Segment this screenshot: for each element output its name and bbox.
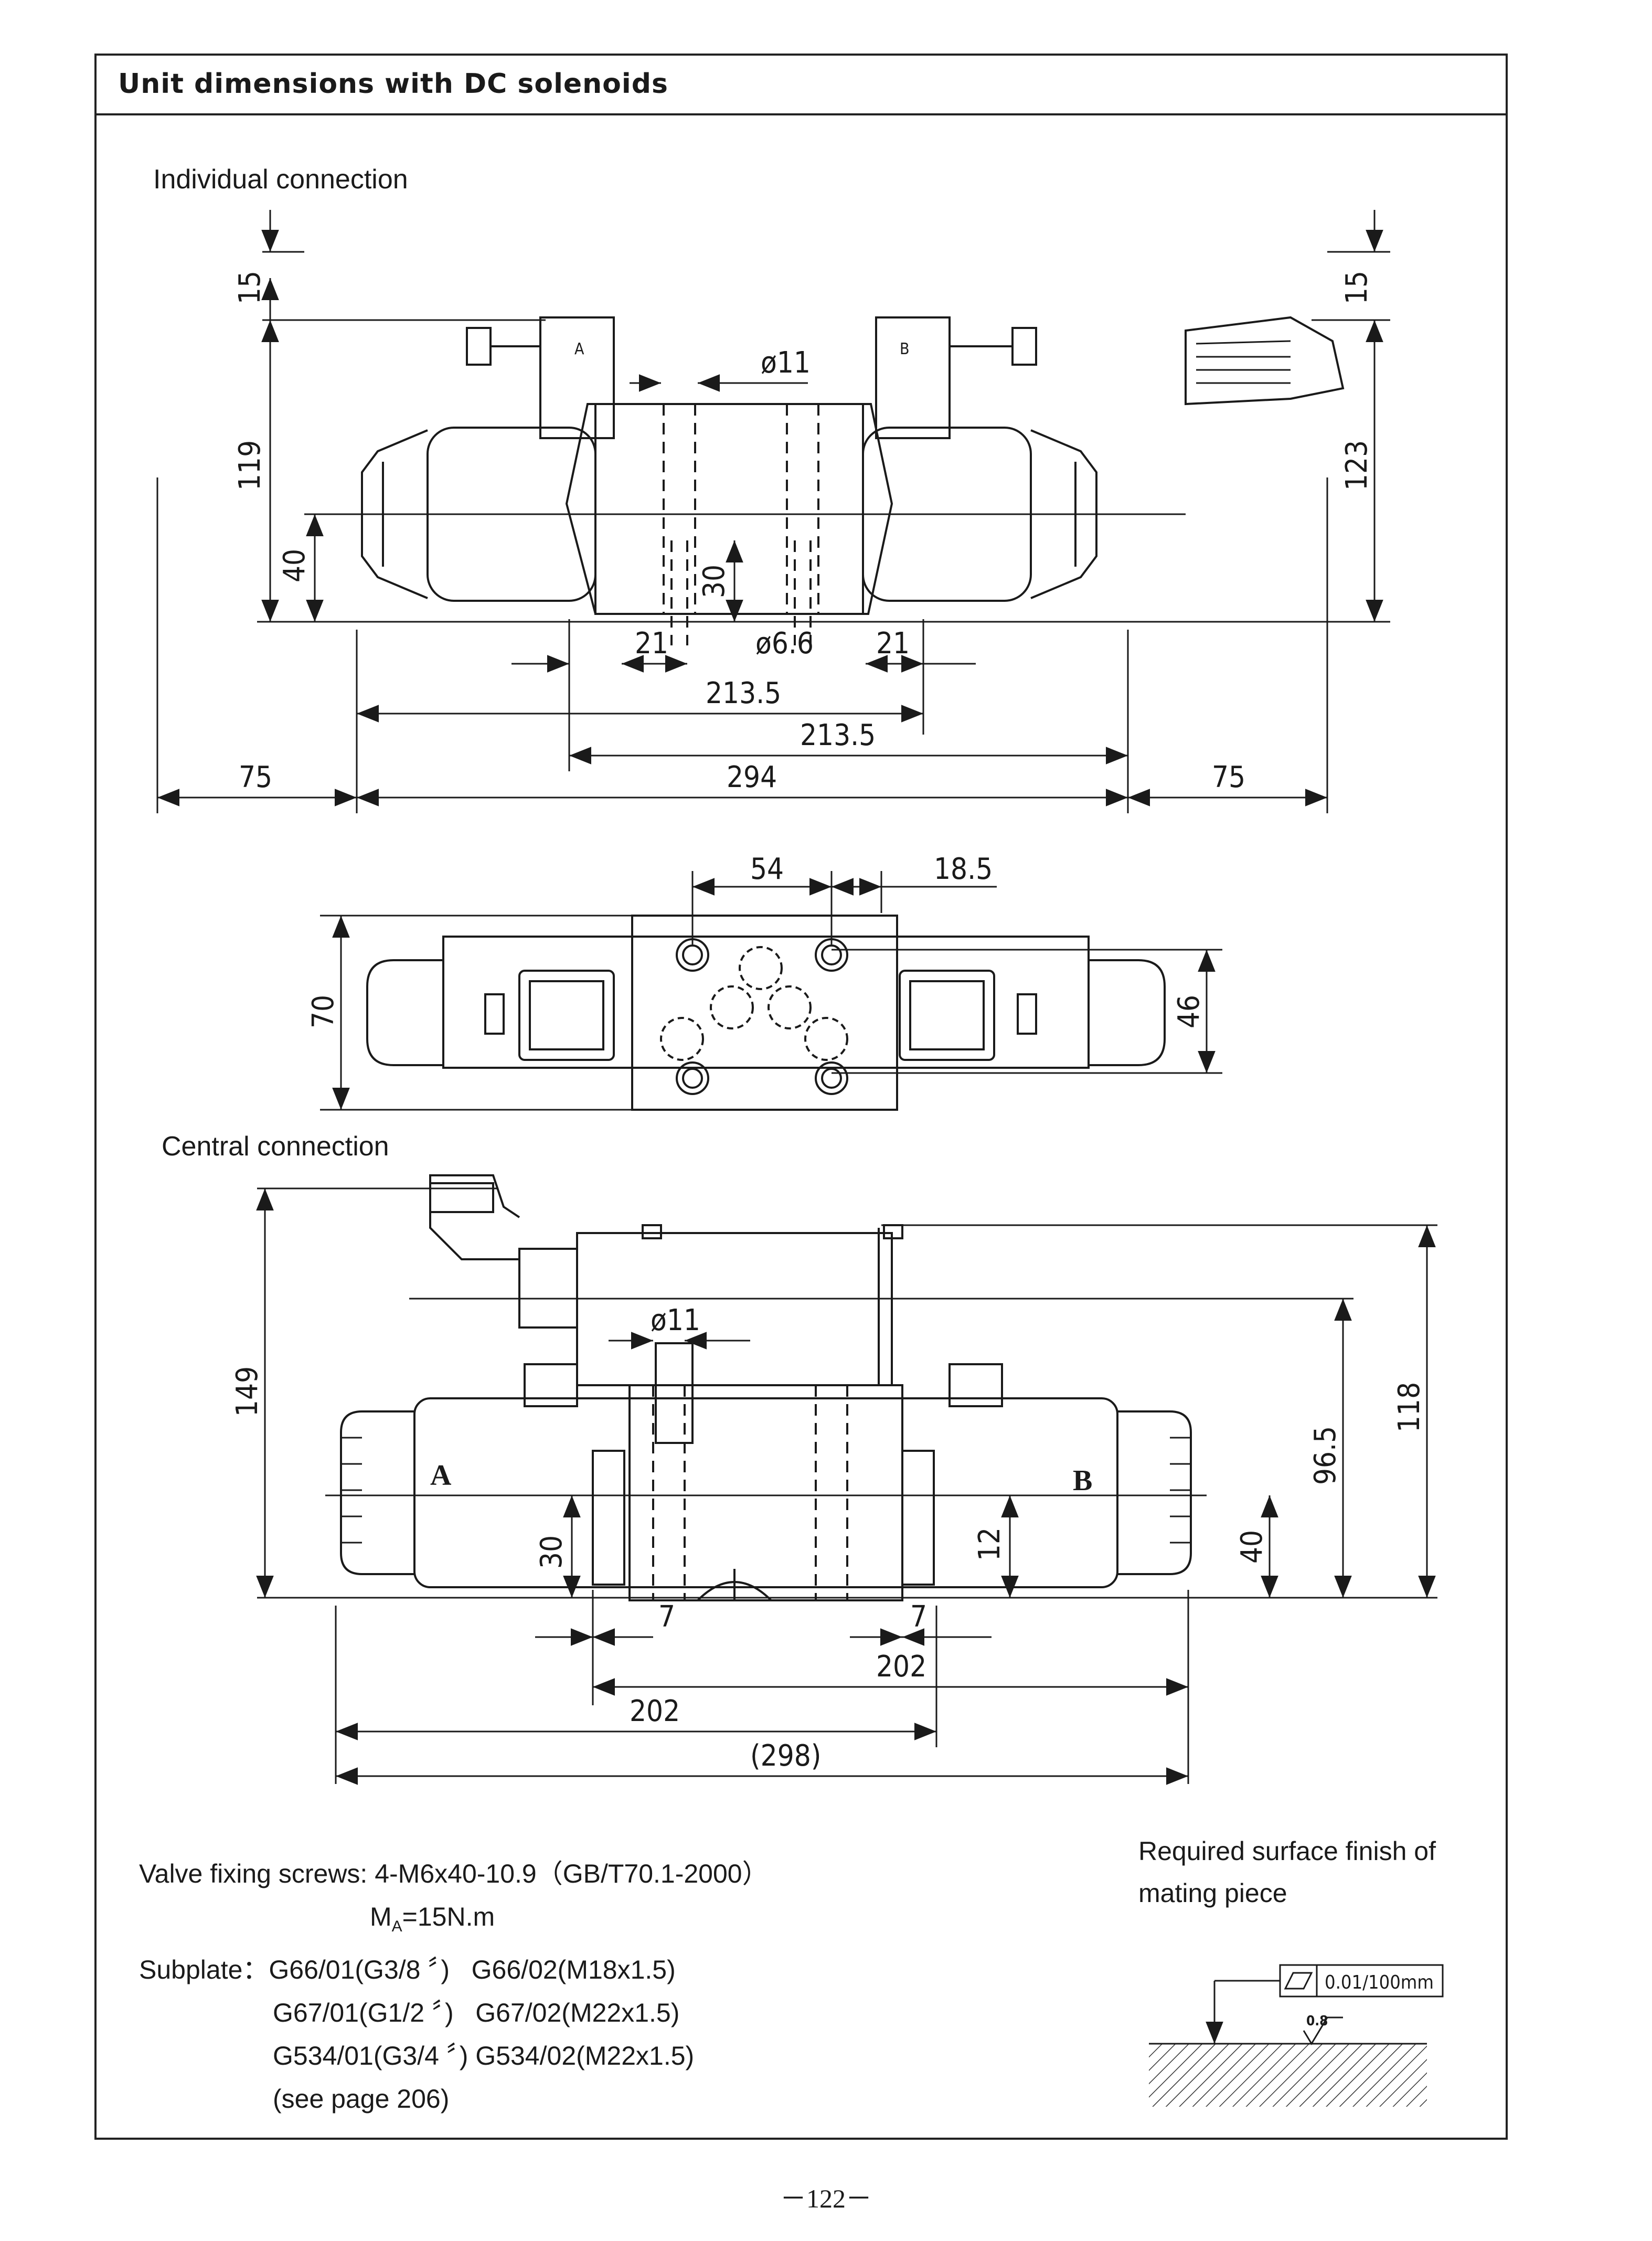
subplate-2: G67/01(G1/2 〞) G67/02(M22x1.5)	[273, 1998, 680, 2027]
dim-15-left: 15	[233, 271, 267, 304]
subplate-1: G66/01(G3/8 〞) G66/02(M18x1.5)	[269, 1955, 676, 1984]
section-label-individual: Individual connection	[153, 164, 408, 195]
page-frame	[94, 54, 1508, 2140]
central-dimension-lines	[256, 1188, 1436, 1785]
top-left-nut	[366, 959, 443, 1066]
finish-line-2: mating piece	[1138, 1878, 1287, 1908]
dim-149: 149	[230, 1366, 264, 1417]
page-title: Unit dimensions with DC solenoids	[118, 68, 668, 100]
dim-75-left: 75	[239, 760, 272, 794]
individual-dimension-texts: 15 119 40 30 15 123 ø11 21 ø6.6 21 213.5…	[233, 271, 1374, 794]
dim-213-5-b: 213.5	[800, 718, 876, 752]
central-body	[413, 1397, 1118, 1588]
dim-12: 12	[973, 1527, 1007, 1561]
cable-gland	[518, 1248, 577, 1329]
individual-side-view	[156, 251, 1390, 813]
coil-label-b: B	[900, 340, 910, 358]
screws-note: Valve fixing screws: 4-M6x40-10.9（GB/T70…	[139, 1859, 769, 1888]
junction-box	[576, 1232, 893, 1386]
dim-123: 123	[1340, 440, 1374, 491]
top-view-dimension-texts: 54 18.5 70 46	[306, 852, 1206, 1028]
dim-202-top: 202	[876, 1650, 926, 1684]
surface-finish-note: Required surface finish of mating piece	[1138, 1830, 1436, 1914]
coil-label-a: A	[574, 340, 584, 358]
label-a: A	[430, 1459, 452, 1492]
torque-post: =15N.m	[402, 1902, 495, 1931]
section-label-central: Central connection	[162, 1131, 389, 1162]
dim-central-30: 30	[535, 1535, 569, 1569]
roughness-value: 0.8	[1306, 2013, 1328, 2029]
dim-54: 54	[750, 852, 784, 886]
dim-30: 30	[697, 565, 731, 598]
dim-dia-11: ø11	[761, 346, 811, 380]
surface-finish-symbol	[1149, 1964, 1444, 2107]
subplate-row-1: Subplate：G66/01(G3/8 〞) G66/02(M18x1.5)	[139, 1948, 769, 1991]
notes-block: Valve fixing screws: 4-M6x40-10.9（GB/T70…	[139, 1852, 769, 2120]
dim-119: 119	[233, 440, 267, 491]
dim-21-left: 21	[635, 626, 668, 661]
central-side-view	[257, 1174, 1437, 1784]
connector-b	[875, 316, 951, 439]
angled-plug	[1185, 316, 1345, 406]
dim-46: 46	[1172, 995, 1206, 1028]
individual-dimension-lines	[157, 210, 1383, 806]
page-number: －122－	[780, 2184, 872, 2213]
connector-a	[539, 316, 615, 439]
torque-pre: M	[370, 1902, 392, 1931]
roughness-symbol	[1303, 2016, 1343, 2045]
port-circles	[660, 946, 848, 1061]
subplate-4: (see page 206)	[273, 2084, 450, 2113]
top-body	[442, 936, 1090, 1069]
cable-plug	[429, 1174, 520, 1260]
top-view-dimension-lines	[332, 878, 1216, 1110]
dim-7-left: 7	[658, 1600, 675, 1634]
top-right-nut	[1089, 959, 1166, 1066]
dim-central-dia-11: ø11	[651, 1303, 700, 1337]
torque-note: MA=15N.m	[139, 1895, 769, 1948]
dim-central-40: 40	[1235, 1530, 1269, 1564]
central-dimension-texts: 149 ø11 A B 30 12 7 7 202 202 (298) 96.5…	[230, 1303, 1426, 1773]
central-left-nut	[340, 1410, 414, 1575]
central-right-nut	[1117, 1410, 1192, 1575]
dim-21-right: 21	[876, 626, 910, 661]
finish-line-1: Required surface finish of	[1138, 1836, 1436, 1866]
flatness-value: 0.01/100mm	[1325, 1972, 1434, 1993]
hatched-surface	[1149, 2044, 1427, 2107]
central-valve-block	[628, 1384, 903, 1601]
dim-7-right: 7	[910, 1600, 927, 1634]
top-view	[320, 871, 1222, 1111]
dim-213-5-a: 213.5	[706, 676, 781, 710]
dim-15-right: 15	[1340, 271, 1374, 304]
dim-118: 118	[1392, 1382, 1426, 1432]
dim-40: 40	[278, 549, 312, 582]
subplate-3: G534/01(G3/4 〞) G534/02(M22x1.5)	[273, 2041, 695, 2070]
label-b: B	[1073, 1464, 1092, 1497]
dim-202-bottom: 202	[630, 1694, 680, 1728]
dim-96-5: 96.5	[1308, 1426, 1342, 1485]
bolt-holes	[676, 938, 848, 1095]
dim-294: 294	[727, 760, 777, 794]
header-bar: Unit dimensions with DC solenoids	[94, 54, 1508, 115]
dim-70: 70	[306, 995, 340, 1028]
dim-75-right: 75	[1212, 760, 1245, 794]
torque-sub: A	[391, 1918, 402, 1935]
subplate-label: Subplate：	[139, 1955, 269, 1984]
top-plate	[631, 915, 898, 1111]
dim-298: (298)	[750, 1739, 821, 1773]
dim-18-5: 18.5	[934, 852, 993, 886]
dim-dia-6-6: ø6.6	[755, 626, 814, 661]
